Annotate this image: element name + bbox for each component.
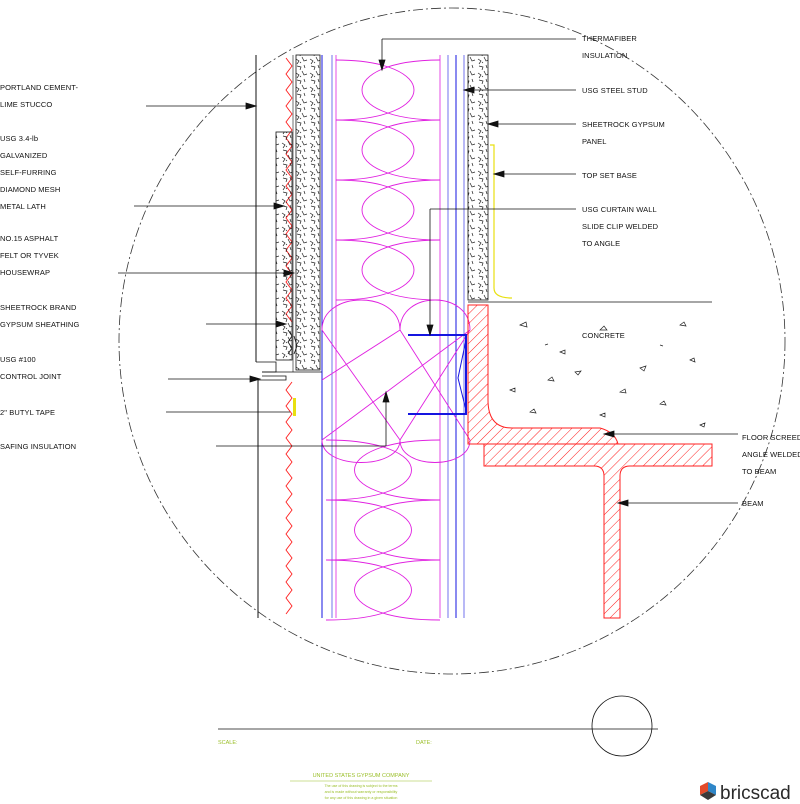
labels-left: PORTLAND CEMENT- LIME STUCCO USG 3.4-lb … <box>0 83 79 451</box>
disclaimer-line-3: for any use of this drawing in a given s… <box>325 796 398 800</box>
lath-zigzag-lower <box>285 381 293 615</box>
label-thermafiber-1: THERMAFIBER <box>582 34 637 43</box>
label-lath-4: DIAMOND MESH <box>0 185 60 194</box>
label-panel-2: PANEL <box>582 137 607 146</box>
stucco-lower-edge <box>256 361 277 373</box>
label-sheathing-2: GYPSUM SHEATHING <box>0 320 79 329</box>
top-set-base <box>490 144 513 299</box>
joint-profile <box>258 375 287 381</box>
bricscad-logo: bricscad <box>700 782 791 804</box>
label-joint-2: CONTROL JOINT <box>0 372 62 381</box>
concrete-aggregate <box>509 321 706 428</box>
label-stud: USG STEEL STUD <box>582 86 648 95</box>
label-angle-2: ANGLE WELDED <box>742 450 800 459</box>
disclaimer-line-1: The use of this drawing is subject to th… <box>324 784 397 788</box>
thermafiber-insulation <box>321 55 471 621</box>
label-base: TOP SET BASE <box>582 171 637 180</box>
steel-beam <box>483 443 713 619</box>
insulation-loops-upper <box>335 59 441 301</box>
leader-lines <box>118 38 738 507</box>
bricscad-logo-mark <box>700 782 716 800</box>
label-lath-2: GALVANIZED <box>0 151 48 160</box>
date-label: DATE: <box>416 740 432 746</box>
insulation-loops-lower <box>325 439 441 621</box>
stud-assembly <box>321 55 465 618</box>
label-felt-2: FELT OR TYVEK <box>0 251 59 260</box>
label-lath-3: SELF-FURRING <box>0 168 57 177</box>
butyl-tape <box>293 398 296 416</box>
label-lath-1: USG 3.4-lb <box>0 134 38 143</box>
safing-insulation <box>321 299 471 463</box>
label-stucco-2: LIME STUCCO <box>0 100 52 109</box>
label-joint-1: USG #100 <box>0 355 36 364</box>
steel-members <box>467 304 713 619</box>
slide-clip-slot <box>457 339 467 411</box>
label-panel-1: SHEETROCK GYPSUM <box>582 120 665 129</box>
logo-text: bricscad <box>720 783 791 804</box>
company-name: UNITED STATES GYPSUM COMPANY <box>313 773 410 779</box>
label-angle-3: TO BEAM <box>742 467 776 476</box>
label-lath-5: METAL LATH <box>0 202 46 211</box>
detail-boundary-circle <box>118 7 786 675</box>
label-concrete: CONCRETE <box>582 331 625 340</box>
label-angle-1: FLOOR SCREED <box>742 433 800 442</box>
label-safing: SAFING INSULATION <box>0 442 76 451</box>
labels-right: THERMAFIBER INSULATION USG STEEL STUD SH… <box>582 34 800 508</box>
detail-reference-circle <box>591 695 653 757</box>
interior-finish <box>467 54 712 303</box>
concrete-slab <box>509 321 706 428</box>
label-thermafiber-2: INSULATION <box>582 51 627 60</box>
label-stucco-1: PORTLAND CEMENT- <box>0 83 79 92</box>
label-beam: BEAM <box>742 499 764 508</box>
exterior-wall-assembly <box>255 54 322 618</box>
stucco-panel <box>275 131 293 361</box>
gypsum-sheathing <box>295 54 321 371</box>
title-block: SCALE: DATE: UNITED STATES GYPSUM COMPAN… <box>218 695 658 800</box>
label-sheathing-1: SHEETROCK BRAND <box>0 303 77 312</box>
disclaimer-line-2: and is made without warranty or responsi… <box>325 790 398 794</box>
control-joint-detail <box>287 329 298 355</box>
label-clip-3: TO ANGLE <box>582 239 620 248</box>
label-tape: 2" BUTYL TAPE <box>0 408 55 417</box>
label-clip-2: SLIDE CLIP WELDED <box>582 222 659 231</box>
label-felt-3: HOUSEWRAP <box>0 268 50 277</box>
slide-clip-body <box>408 334 467 415</box>
label-felt-1: NO.15 ASPHALT <box>0 234 59 243</box>
label-clip-1: USG CURTAIN WALL <box>582 205 657 214</box>
gypsum-panel <box>467 54 489 301</box>
scale-label: SCALE: <box>218 740 238 746</box>
floor-screed-angle <box>467 304 619 445</box>
